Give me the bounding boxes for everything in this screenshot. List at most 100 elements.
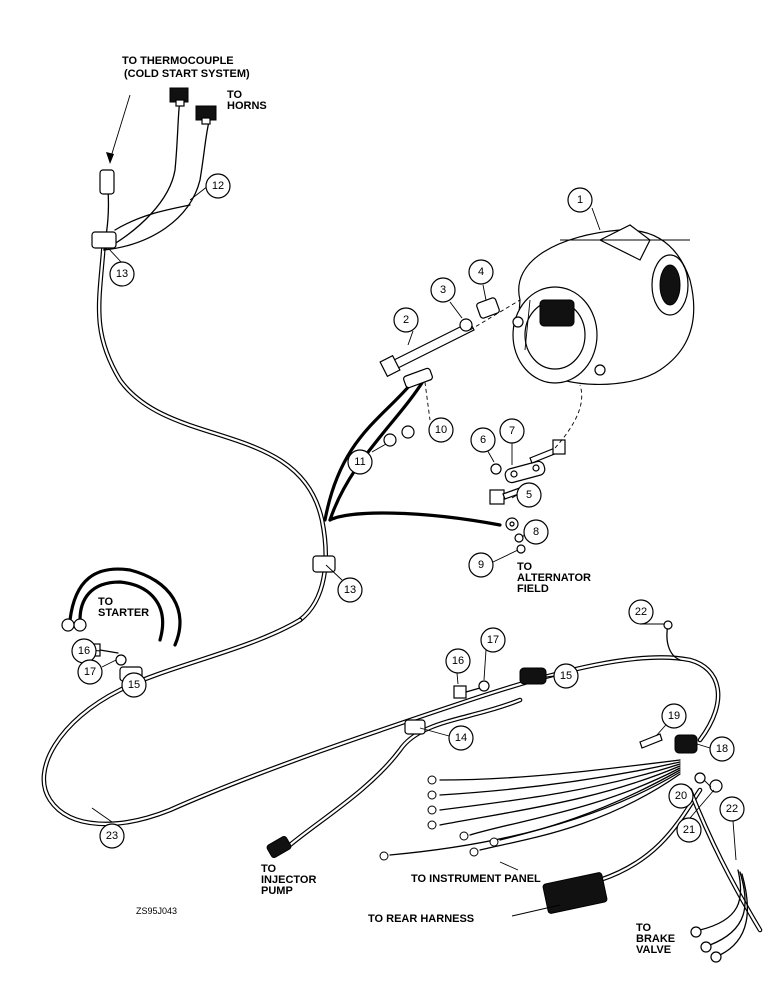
label-alternator-2: ALTERNATOR	[517, 572, 591, 584]
washer-6	[490, 463, 502, 475]
svg-text:15: 15	[128, 679, 140, 691]
callout-21: 21	[676, 817, 702, 843]
instrument-panel-wires	[379, 759, 681, 861]
clamp-18	[674, 734, 698, 754]
callout-5: 5	[516, 482, 542, 508]
svg-text:9: 9	[478, 559, 484, 571]
callout-16b: 16	[445, 648, 471, 674]
alternator-cable	[323, 367, 519, 531]
clamp-15b	[519, 667, 547, 685]
svg-text:22: 22	[635, 606, 647, 618]
callout-23: 23	[99, 823, 125, 849]
bolt-19	[639, 733, 663, 749]
svg-text:17: 17	[487, 634, 499, 646]
callout-15a: 15	[121, 672, 147, 698]
label-alternator-1: TO	[517, 561, 533, 573]
svg-text:18: 18	[716, 743, 728, 755]
washer-20	[694, 772, 706, 784]
callout-14: 14	[448, 725, 474, 751]
svg-text:14: 14	[455, 732, 467, 744]
label-injector-2: INJECTOR	[261, 874, 316, 886]
svg-text:17: 17	[84, 666, 96, 678]
washer-17b	[478, 680, 490, 692]
nut-21	[709, 779, 723, 793]
svg-text:2: 2	[403, 314, 409, 326]
svg-text:15: 15	[560, 670, 572, 682]
callout-20: 20	[668, 783, 694, 809]
callout-11: 11	[347, 449, 373, 475]
callouts: 1 2 3 4 5 6 7 8 9 10 11 12 13 13 14 15 1…	[71, 173, 745, 849]
callout-22b: 22	[719, 796, 745, 822]
callout-13a: 13	[109, 261, 135, 287]
rear-harness-connector	[542, 872, 608, 914]
label-brake-2: BRAKE	[636, 933, 675, 945]
alternator	[512, 224, 695, 386]
svg-text:19: 19	[668, 710, 680, 722]
callout-6: 6	[470, 427, 496, 453]
svg-text:10: 10	[435, 424, 447, 436]
label-horns-1: TO	[227, 89, 243, 101]
starter-wires	[61, 567, 182, 647]
callout-15b: 15	[553, 663, 579, 689]
svg-text:11: 11	[354, 456, 365, 468]
svg-text:4: 4	[478, 266, 484, 278]
label-injector-3: PUMP	[261, 885, 293, 897]
callout-10: 10	[428, 417, 454, 443]
label-brake-3: VALVE	[636, 944, 671, 956]
svg-text:5: 5	[526, 489, 532, 501]
callout-4: 4	[468, 259, 494, 285]
callout-3: 3	[430, 277, 456, 303]
bracket-7	[504, 460, 546, 484]
svg-text:16: 16	[452, 655, 464, 667]
svg-text:6: 6	[480, 434, 486, 446]
bolt-16b	[453, 685, 481, 699]
label-starter-2: STARTER	[98, 607, 149, 619]
svg-text:12: 12	[212, 180, 224, 192]
svg-text:21: 21	[683, 824, 695, 836]
label-rear-harness: TO REAR HARNESS	[368, 913, 474, 925]
callout-17b: 17	[480, 627, 506, 653]
svg-text:1: 1	[577, 194, 583, 206]
nut-10	[401, 425, 415, 439]
callout-18: 18	[709, 736, 735, 762]
callout-8: 8	[523, 519, 549, 545]
label-thermocouple-2: (COLD START SYSTEM)	[124, 68, 250, 80]
label-alternator-3: FIELD	[517, 583, 549, 595]
label-injector-1: TO	[261, 863, 277, 875]
nut-11	[383, 433, 397, 447]
callout-12: 12	[205, 173, 231, 199]
callout-7: 7	[499, 418, 525, 444]
callout-1: 1	[567, 187, 593, 213]
callout-17a: 17	[77, 659, 103, 685]
washer-3	[459, 318, 473, 332]
svg-text:8: 8	[533, 526, 539, 538]
svg-text:23: 23	[106, 830, 118, 842]
callout-13b: 13	[337, 577, 363, 603]
label-brake-1: TO	[636, 922, 652, 934]
callout-19: 19	[661, 703, 687, 729]
top-wires	[91, 87, 217, 251]
horn-connector-2	[195, 105, 217, 125]
svg-text:7: 7	[509, 425, 515, 437]
bolt-2	[379, 321, 475, 378]
bolt-5a	[529, 439, 566, 464]
text-labels: TO THERMOCOUPLE (COLD START SYSTEM) TO H…	[98, 55, 675, 956]
svg-text:3: 3	[440, 284, 446, 296]
svg-text:16: 16	[78, 645, 90, 657]
svg-text:13: 13	[344, 584, 356, 596]
svg-text:20: 20	[675, 790, 687, 802]
injector-connector	[266, 836, 292, 858]
label-instrument-panel: TO INSTRUMENT PANEL	[411, 873, 541, 885]
callout-9: 9	[468, 552, 494, 578]
callout-16a: 16	[71, 638, 97, 664]
callout-2: 2	[393, 307, 419, 333]
svg-text:13: 13	[116, 268, 128, 280]
label-horns-2: HORNS	[227, 100, 267, 112]
figure-id: ZS95J043	[136, 906, 177, 916]
callout-22a: 22	[628, 599, 654, 625]
label-starter-1: TO	[98, 596, 114, 608]
spacer-4	[476, 297, 500, 319]
washer-17a	[115, 654, 127, 666]
brake-valve-wires	[690, 869, 749, 963]
